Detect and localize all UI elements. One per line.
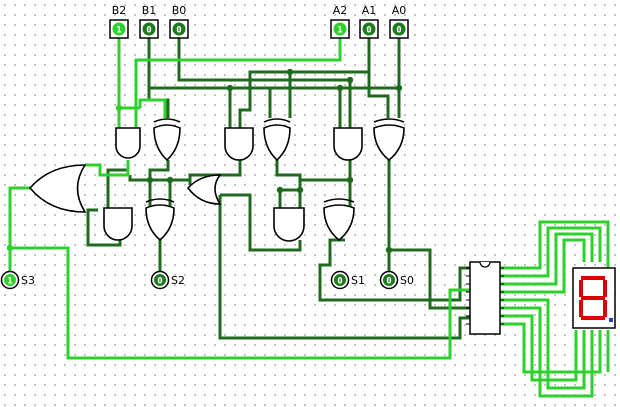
input-label: B2 [112, 4, 127, 17]
input-pin-b1[interactable]: B1 0 [139, 4, 159, 39]
output-label: S1 [351, 274, 365, 287]
input-label: A1 [362, 4, 377, 17]
seven-segment-display: 8 [572, 267, 616, 329]
xor-gate-icon[interactable] [323, 198, 355, 242]
output-pin-s1: 0 S1 [330, 270, 365, 290]
xor-gate-icon[interactable] [373, 118, 405, 162]
input-pin-b0[interactable]: B0 0 [169, 4, 189, 39]
wires-high [8, 38, 610, 398]
input-pin-a1[interactable]: A1 0 [359, 4, 379, 39]
or-gate-icon[interactable] [28, 164, 87, 213]
and-gate-icon[interactable] [273, 207, 305, 242]
output-value: 0 [337, 277, 342, 287]
junctions [6, 68, 403, 254]
output-pin-s2: 0 S2 [150, 270, 185, 290]
input-value: 1 [337, 26, 342, 36]
input-pin-a0[interactable]: A0 0 [389, 4, 409, 39]
decoder-chip[interactable] [466, 261, 504, 335]
and-gate-icon[interactable] [224, 127, 254, 161]
input-value: 0 [396, 26, 401, 36]
input-label: B1 [142, 4, 157, 17]
xor-gate-icon[interactable] [263, 118, 291, 162]
and-gate-icon[interactable] [115, 127, 141, 159]
output-label: S2 [171, 274, 185, 287]
or-gate-icon[interactable] [186, 174, 222, 205]
input-value: 1 [116, 26, 121, 36]
input-pin-b2[interactable]: B2 1 [109, 4, 129, 39]
and-gate-icon[interactable] [333, 127, 363, 161]
output-value: 0 [386, 277, 391, 287]
input-value: 0 [366, 26, 371, 36]
input-value: 0 [176, 26, 181, 36]
input-label: B0 [172, 4, 187, 17]
output-value: 1 [7, 277, 12, 287]
output-label: S3 [21, 274, 35, 287]
input-value: 0 [146, 26, 151, 36]
input-label: A0 [392, 4, 407, 17]
output-label: S0 [400, 274, 414, 287]
and-gate-icon[interactable] [103, 207, 133, 241]
output-pin-s3: 1 S3 [0, 270, 35, 290]
output-pin-s0: 0 S0 [379, 270, 414, 290]
input-pin-a2[interactable]: A2 1 [330, 4, 350, 39]
input-label: A2 [333, 4, 348, 17]
xor-gate-icon[interactable] [145, 198, 175, 242]
xor-gate-icon[interactable] [153, 118, 181, 162]
output-value: 0 [157, 277, 162, 287]
